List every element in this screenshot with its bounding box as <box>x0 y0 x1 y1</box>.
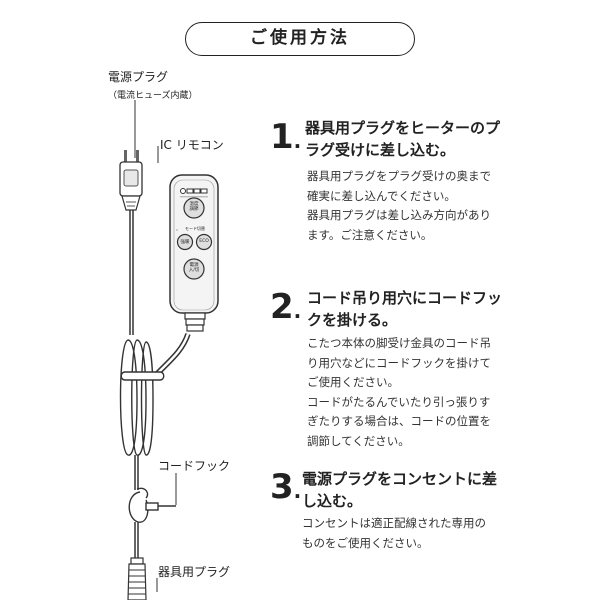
step-body-line: ものをご使用ください。 <box>302 535 429 550</box>
step-heading-line: コード吊り用穴にコードフッ <box>307 289 503 307</box>
step-body-line: コンセントは適正配線された専用の <box>302 516 486 530</box>
remote-power-button <box>183 258 205 280</box>
cord-hook-label: コードフック <box>158 459 231 473</box>
remote-strong-text: 強暖 <box>180 240 190 245</box>
coiled-cord-bundle <box>119 339 165 456</box>
appliance-plug-icon <box>127 557 147 600</box>
step-number: 3 <box>270 467 294 507</box>
step-body-line: り用穴などにコードフックを掛けて <box>307 355 491 370</box>
ic-remote-label: IC リモコン <box>160 138 224 152</box>
remote-strong-button <box>176 233 194 251</box>
step-body-line: 器具用プラグをプラグ受けの奥まで <box>307 169 491 183</box>
step-heading-line: ラグ受けに差し込む。 <box>305 141 456 159</box>
power-plug-label: 電源プラグ <box>108 70 169 84</box>
step-2-heading: コード吊り用穴にコードフッ クを掛ける。 <box>307 287 502 331</box>
step-1: 1. <box>270 117 302 157</box>
step-body-line: ます。ご注意ください。 <box>307 227 433 242</box>
step-body-line: 確実に差し込んでください。 <box>307 188 456 203</box>
step-body-line: 調節してください。 <box>307 433 410 448</box>
step-heading-line: 器具用プラグをヒーターのプ <box>305 119 501 137</box>
remote-eco-button <box>195 233 213 251</box>
remote-eco-text: ECO <box>199 239 209 244</box>
page-title: ご使用方法 <box>185 22 415 56</box>
power-plug-icon <box>119 150 143 211</box>
step-body-line: ぎたりする場合は、コードの位置を <box>307 414 491 428</box>
remote-temp-button <box>183 197 205 219</box>
step-3-heading: 電源プラグをコンセントに差 し込む。 <box>302 468 497 512</box>
remote-mode-text: モード切替 <box>178 226 212 232</box>
step-body-line: ご使用ください。 <box>307 375 399 389</box>
appliance-plug-label: 器具用プラグ <box>158 565 231 579</box>
step-3: 3. <box>270 467 302 507</box>
step-heading-line: クを掛ける。 <box>307 311 398 329</box>
step-heading-line: 電源プラグをコンセントに差 <box>302 470 498 488</box>
remote-temp-text: 温度 調節 <box>189 202 199 212</box>
ic-remote-icon <box>169 174 219 332</box>
step-2: 2. <box>270 287 302 327</box>
step-number: 1 <box>270 117 294 157</box>
step-3-body: コンセントは適正配線された専用の ものをご使用ください。 <box>302 514 486 553</box>
step-1-heading: 器具用プラグをヒーターのプ ラグ受けに差し込む。 <box>305 117 500 161</box>
step-2-body: こたつ本体の脚受け金具のコード吊 り用穴などにコードフックを掛けて ご使用くださ… <box>307 334 491 451</box>
power-plug-note: （電流ヒューズ内蔵） <box>108 91 198 101</box>
step-body-line: コードがたるんでいたり引っ張りす <box>307 394 491 409</box>
step-body-line: こたつ本体の脚受け金具のコード吊 <box>307 336 491 350</box>
step-1-body: 器具用プラグをプラグ受けの奥まで 確実に差し込んでください。 器具用プラグは差し… <box>307 167 491 245</box>
step-heading-line: し込む。 <box>302 492 363 510</box>
step-number: 2 <box>270 287 294 327</box>
remote-power-text: 電源 入/切 <box>188 263 200 273</box>
step-body-line: 器具用プラグは差し込み方向があり <box>307 208 491 222</box>
cord-hook-icon <box>128 487 176 523</box>
